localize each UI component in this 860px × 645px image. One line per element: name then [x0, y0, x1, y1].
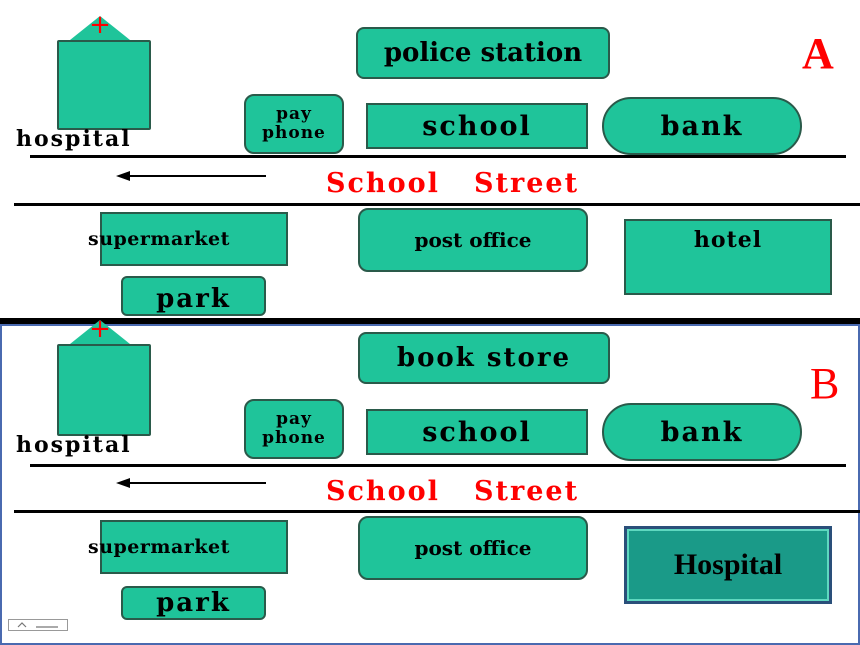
pay-phone-box: pay phone: [244, 399, 344, 459]
school-box: school: [366, 409, 588, 455]
bank-box: bank: [602, 97, 802, 155]
pay-phone-label-line2: phone: [262, 123, 326, 143]
hospital-cross-icon: +: [89, 314, 111, 344]
hospital-roof: [70, 320, 130, 344]
map-label-a: A: [802, 29, 834, 78]
hospital-building: [57, 344, 151, 436]
hospital-building: [57, 40, 151, 130]
hospital-box: Hospital: [624, 526, 832, 604]
pay-phone-box: pay phone: [244, 94, 344, 154]
map-b-content: + hospital book store B pay phone school…: [0, 316, 860, 645]
post-office-box: post office: [358, 208, 588, 272]
hotel-box: hotel: [624, 219, 832, 295]
slide-nav-icon[interactable]: [8, 616, 68, 631]
pay-phone-label-line1: pay: [276, 104, 312, 124]
road-bottom-edge: [14, 203, 860, 206]
post-office-box: post office: [358, 516, 588, 580]
supermarket-label: supermarket: [88, 228, 230, 250]
book-store-box: book store: [358, 332, 610, 384]
park-box: park: [121, 586, 266, 620]
hospital-roof: [70, 16, 130, 40]
direction-arrow-icon: [116, 168, 266, 184]
park-label: park: [156, 284, 231, 314]
bank-box: bank: [602, 403, 802, 461]
road-top-edge: [30, 464, 846, 467]
park-box: park: [121, 276, 266, 316]
police-station-box: police station: [356, 27, 610, 79]
pay-phone-label-line2: phone: [262, 428, 326, 448]
road-bottom-edge: [14, 510, 860, 513]
supermarket-box: [100, 212, 288, 266]
street-name: School Street: [326, 168, 580, 199]
road-top-edge: [30, 155, 846, 158]
map-a: + hospital police station A pay phone sc…: [0, 0, 860, 318]
direction-arrow-icon: [116, 475, 266, 491]
map-b: [0, 324, 860, 645]
hospital-label: hospital: [16, 126, 132, 152]
school-box: school: [366, 103, 588, 149]
map-divider: [0, 318, 860, 324]
hospital-label: hospital: [16, 432, 132, 458]
supermarket-box: [100, 520, 288, 574]
park-label: park: [156, 588, 231, 618]
street-name: School Street: [326, 476, 580, 507]
pay-phone-label-line1: pay: [276, 409, 312, 429]
hotel-label: hotel: [693, 227, 763, 253]
supermarket-label: supermarket: [88, 536, 230, 558]
map-label-b: B: [810, 359, 840, 408]
hospital-cross-icon: +: [89, 10, 111, 40]
